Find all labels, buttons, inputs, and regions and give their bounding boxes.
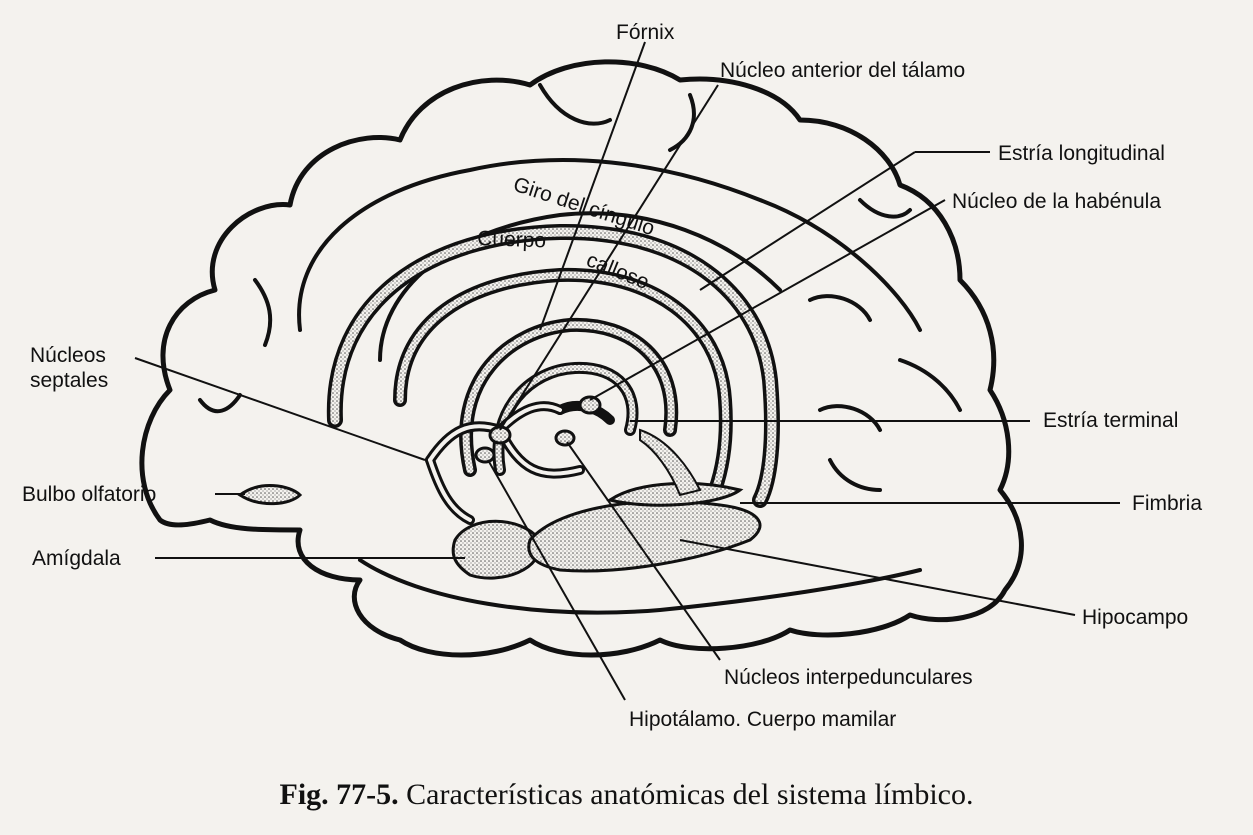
leader-lines xyxy=(134,41,1120,701)
habenular-nucleus xyxy=(578,395,602,415)
olfactory-bulb xyxy=(237,484,303,506)
fimbria-shape xyxy=(606,481,744,507)
label-hipocampo: Hipocampo xyxy=(1082,606,1189,629)
label-fimbria: Fimbria xyxy=(1132,492,1203,515)
label-nucleos-interpedunculares: Núcleos interpedunculares xyxy=(724,666,973,689)
label-nucleos-septales: Núcleos septales xyxy=(30,343,108,393)
mammillary-body xyxy=(474,446,496,464)
label-estria-longitudinal: Estría longitudinal xyxy=(998,142,1165,165)
anterior-thalamic-nucleus xyxy=(488,425,512,445)
cuerpo-label: Cuerpo xyxy=(477,227,547,252)
label-nucleo-habenula: Núcleo de la habénula xyxy=(952,190,1161,213)
amygdala-shape xyxy=(451,519,542,580)
nuclei xyxy=(474,395,602,464)
figure-caption: Fig. 77-5. Características anatómicas de… xyxy=(0,778,1253,812)
septal-network xyxy=(425,400,615,525)
label-bulbo-olfatorio: Bulbo olfatorio xyxy=(22,483,157,506)
caption-text: Características anatómicas del sistema l… xyxy=(406,778,974,811)
callosal-bands xyxy=(326,223,780,508)
fornix-arches xyxy=(459,317,679,477)
label-fornix: Fórnix xyxy=(616,21,675,44)
caption-number: Fig. 77-5. xyxy=(279,778,399,811)
cortex-sulci xyxy=(198,83,962,615)
label-septales: septales xyxy=(30,369,109,393)
label-estria-terminal: Estría terminal xyxy=(1043,409,1179,432)
label-hipotalamo: Hipotálamo. Cuerpo mamilar xyxy=(629,708,897,731)
brain-outline xyxy=(139,59,1024,658)
interpeduncular-nucleus xyxy=(554,429,576,447)
stria-terminal-area xyxy=(639,428,702,497)
label-nucleos: Núcleos xyxy=(30,344,106,367)
label-nucleo-anterior: Núcleo anterior del tálamo xyxy=(720,59,966,82)
hippocampus-shape xyxy=(527,499,762,573)
label-amigdala: Amígdala xyxy=(32,547,121,570)
